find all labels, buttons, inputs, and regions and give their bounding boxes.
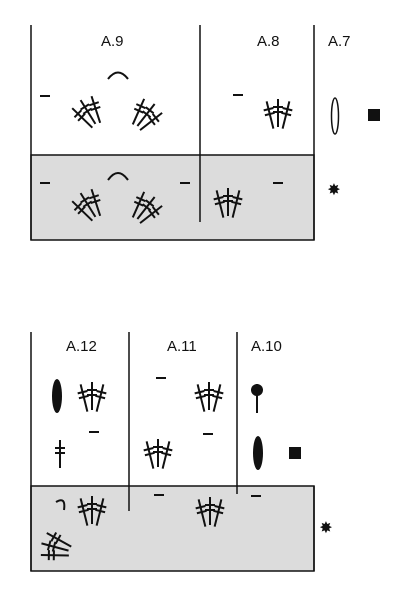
oval-filled-icon — [253, 436, 263, 470]
chain-space-arc — [107, 71, 129, 80]
treble-cluster — [262, 99, 294, 130]
square-marker-icon — [368, 109, 380, 121]
chain-space-arc — [107, 172, 129, 181]
treble-cluster — [76, 382, 108, 413]
treble-cluster — [67, 92, 111, 135]
chart-label-a8: A.8 — [257, 33, 280, 50]
picot-icon — [251, 384, 263, 413]
chart-label-a7: A.7 — [328, 33, 351, 50]
shaded-row-top — [30, 154, 315, 241]
top-diagram: ✸ — [30, 25, 380, 241]
treble-single — [54, 439, 66, 469]
chain-space-arc — [55, 499, 66, 511]
chart-label-a11: A.11 — [167, 338, 197, 355]
square-marker-icon — [289, 447, 301, 459]
bottom-diagram: ✸ — [30, 332, 333, 572]
chart-label-a10: A.10 — [251, 338, 282, 355]
star-marker-icon: ✸ — [319, 518, 332, 537]
chart-label-a9: A.9 — [101, 33, 124, 50]
oval-filled-icon — [52, 379, 62, 413]
star-marker-icon: ✸ — [327, 180, 340, 199]
chart-label-a12: A.12 — [66, 338, 97, 355]
shaded-row-bottom — [30, 485, 315, 572]
treble-cluster — [123, 94, 168, 138]
treble-cluster — [193, 382, 225, 413]
oval-outline-icon — [330, 97, 340, 135]
treble-cluster — [142, 439, 174, 470]
